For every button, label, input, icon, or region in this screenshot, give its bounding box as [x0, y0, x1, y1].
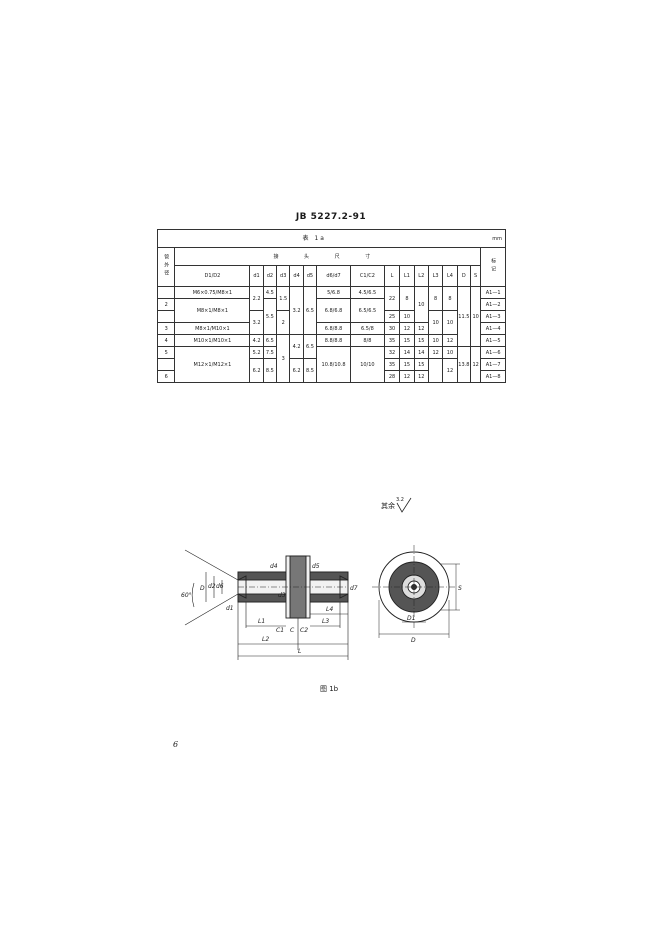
mark-cell: A1—2: [480, 298, 506, 311]
d1-cell: 6.2: [249, 358, 264, 383]
side-view-drawing: [184, 549, 349, 660]
S-cell: 12: [470, 346, 482, 383]
c1c2-cell: 10/10: [349, 346, 385, 383]
label-C1: C1: [276, 627, 284, 634]
thread-cell: M12×1/M12×1: [174, 346, 251, 383]
d1-cell: 3.2: [249, 310, 264, 335]
col-header: d4: [289, 265, 304, 287]
label-d5: d5: [312, 563, 320, 570]
d4-cell: 6.2: [289, 358, 304, 383]
col-header: d5: [302, 265, 318, 287]
label-C: C: [290, 627, 295, 634]
label-d6: d6: [216, 583, 224, 590]
figure-caption: 图 1b: [320, 685, 339, 693]
rest-note: 其余: [381, 501, 395, 510]
label-L1: L1: [258, 618, 265, 625]
label-d3: d3: [278, 592, 286, 599]
pipe-od-header: 管外径: [156, 247, 176, 287]
label-d1: d1: [226, 605, 234, 612]
label-end-D: D: [411, 637, 416, 644]
angle-label: 60°: [181, 592, 192, 599]
pipe-cell: 2: [156, 298, 176, 311]
D-cell: 13.8: [456, 346, 472, 383]
L1-cell: 12: [399, 370, 415, 383]
label-L3: L3: [322, 618, 329, 625]
label-d7: d7: [350, 585, 358, 592]
L-cell: 35: [383, 334, 401, 347]
d6d7-cell: 6.8/6.8: [316, 298, 351, 323]
d6d7-cell: 10.8/10.8: [316, 346, 351, 383]
d3-cell: 1.5: [276, 286, 291, 311]
label-d2: d2: [208, 583, 216, 590]
d2-cell: 5.5: [262, 298, 278, 335]
label-S: S: [458, 585, 462, 592]
L4-cell: 12: [442, 358, 458, 383]
thread-cell: M8×1/M8×1: [174, 298, 251, 323]
mark-cell: A1—8: [480, 370, 506, 383]
roughness-value: 3.2: [396, 497, 404, 503]
d1-cell: 2.2: [249, 286, 264, 311]
d2-cell: 8.5: [262, 358, 278, 383]
d3-cell: 3: [276, 334, 291, 383]
end-view-drawing: [372, 545, 460, 638]
label-D1: D1: [407, 615, 415, 622]
label-C2: C2: [300, 627, 308, 634]
d5-cell: 8.5: [302, 358, 318, 383]
L1-cell: 10: [399, 310, 415, 323]
label-d4: d4: [270, 563, 278, 570]
mark-cell: A1—6: [480, 346, 506, 359]
L-cell: 28: [383, 370, 401, 383]
label-D: D: [200, 585, 205, 592]
dimension-table: 表 1a mm 管外径 接 头 尺 寸 标记 D1/D2 d1 d2 d3 d4…: [156, 229, 506, 383]
L2-cell: 12: [413, 370, 429, 383]
label-L4: L4: [326, 606, 333, 613]
label-L: L: [298, 648, 301, 655]
pipe-cell: 6: [156, 370, 176, 383]
label-L2: L2: [262, 636, 269, 643]
L4-cell: 12: [442, 334, 458, 347]
standard-code: JB 5227.2-91: [295, 212, 367, 222]
page-number: 6: [173, 740, 179, 749]
roughness-symbol: [396, 497, 412, 513]
col-header: d2: [262, 265, 278, 287]
